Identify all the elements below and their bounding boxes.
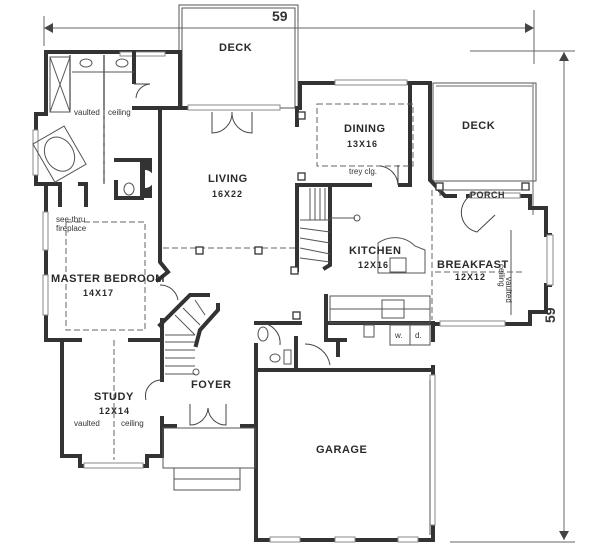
fireplace-note-line2: fireplace bbox=[56, 224, 87, 233]
main-staircase bbox=[165, 299, 206, 376]
breakfast-vault-note-vaulted: vaulted bbox=[504, 277, 513, 303]
front-steps bbox=[162, 427, 256, 491]
master-bath-vault-note-ceiling: ceiling bbox=[108, 108, 131, 117]
master-bath-vault-note-vaulted: vaulted bbox=[74, 108, 100, 117]
deck-right bbox=[432, 82, 537, 215]
dining-ceiling-note: trey clg. bbox=[349, 167, 378, 176]
study-vault-note-vaulted: vaulted bbox=[74, 419, 100, 428]
study-vault-note-ceiling: ceiling bbox=[121, 419, 144, 428]
breakfast-size: 12X12 bbox=[455, 272, 487, 282]
depth-dimension-line bbox=[450, 50, 575, 543]
deck-right-label: DECK bbox=[462, 120, 496, 132]
porch-outline bbox=[439, 189, 530, 196]
porch-label: PORCH bbox=[470, 190, 506, 200]
foyer-label: FOYER bbox=[191, 379, 232, 391]
fireplace-note-line1: see-thru bbox=[56, 215, 86, 224]
master-bedroom-label: MASTER BEDROOM bbox=[51, 273, 165, 285]
kitchen-size: 12X16 bbox=[358, 260, 390, 270]
dining-size: 13X16 bbox=[347, 139, 379, 149]
kitchen-label: KITCHEN bbox=[349, 245, 402, 257]
master-bedroom-size: 14X17 bbox=[83, 288, 115, 298]
garage-label: GARAGE bbox=[316, 444, 368, 456]
dining-label: DINING bbox=[344, 123, 386, 135]
ceiling-outlines bbox=[65, 103, 433, 460]
breakfast-vault-line bbox=[435, 230, 525, 315]
kitchen-counters bbox=[329, 237, 431, 346]
study-size: 12X14 bbox=[99, 406, 131, 416]
study-label: STUDY bbox=[94, 391, 134, 403]
rear-staircase bbox=[299, 188, 361, 263]
see-thru-fireplace bbox=[142, 158, 154, 198]
windows bbox=[32, 51, 554, 543]
bath-fixtures bbox=[32, 56, 292, 365]
dryer-label: d. bbox=[415, 331, 422, 340]
overall-depth-dimension: 59 bbox=[542, 307, 558, 323]
interior-walls bbox=[44, 50, 435, 382]
living-size: 16X22 bbox=[212, 189, 244, 199]
washer-label: w. bbox=[395, 331, 403, 340]
overall-width-dimension: 59 bbox=[272, 8, 288, 24]
living-label: LIVING bbox=[208, 173, 248, 185]
breakfast-label: BREAKFAST bbox=[437, 259, 509, 271]
width-dimension-line bbox=[43, 10, 535, 64]
deck-left-label: DECK bbox=[219, 42, 253, 54]
doors bbox=[134, 83, 496, 426]
